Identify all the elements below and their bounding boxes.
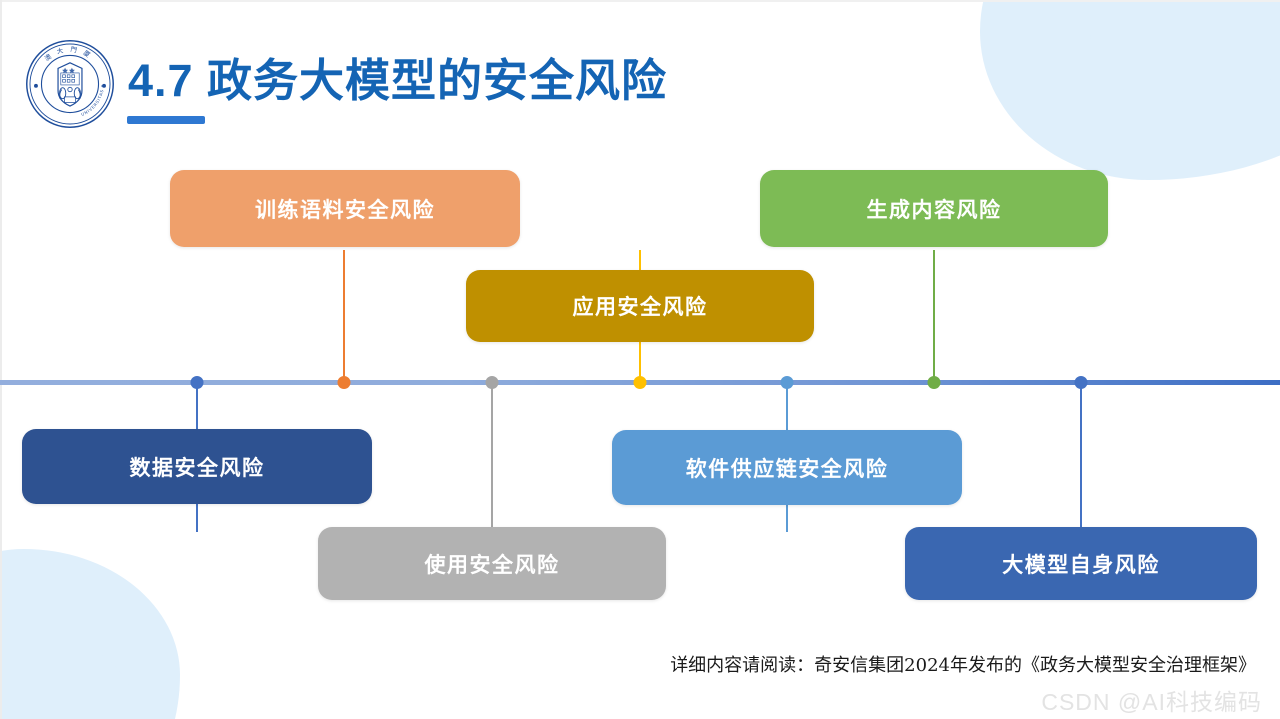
risk-box-software-supply-chain[interactable]: 软件供应链安全风险 bbox=[612, 430, 962, 505]
risk-box-model-itself[interactable]: 大模型自身风险 bbox=[905, 527, 1257, 600]
decorative-blob-bottom-left-small bbox=[0, 639, 140, 719]
timeline-node-2[interactable] bbox=[337, 376, 351, 389]
university-seal-icon: UNIVERSITAS AMOIENSIS 澳大門厦 bbox=[22, 34, 116, 130]
csdn-watermark: CSDN @AI科技编码 bbox=[1041, 689, 1262, 715]
risk-box-application-security[interactable]: 应用安全风险 bbox=[466, 270, 814, 342]
footer-note: 详细内容请阅读：奇安信集团2024年发布的《政务大模型安全治理框架》 bbox=[670, 655, 1256, 676]
timeline-node-6[interactable] bbox=[927, 376, 941, 389]
timeline-connector-stem bbox=[1080, 382, 1082, 532]
timeline-connector-stem bbox=[491, 382, 493, 532]
timeline-node-4[interactable] bbox=[633, 376, 647, 389]
decorative-blob-bottom-left bbox=[0, 549, 180, 719]
risk-box-data-security[interactable]: 数据安全风险 bbox=[22, 429, 372, 504]
risk-box-training-corpus[interactable]: 训练语料安全风险 bbox=[170, 170, 520, 247]
decorative-blob-top-right bbox=[980, 0, 1280, 180]
left-divider bbox=[0, 0, 2, 719]
risk-box-usage-security[interactable]: 使用安全风险 bbox=[318, 527, 666, 600]
timeline-node-7[interactable] bbox=[1074, 376, 1088, 389]
timeline-connector-stem bbox=[933, 250, 935, 380]
timeline-connector-stem bbox=[343, 250, 345, 380]
timeline-node-3[interactable] bbox=[485, 376, 499, 389]
timeline-node-1[interactable] bbox=[190, 376, 204, 389]
svg-text:澳大門厦: 澳大門厦 bbox=[43, 44, 97, 62]
title-underline bbox=[127, 116, 205, 124]
decorative-blob-top-right-small bbox=[1090, 0, 1280, 102]
timeline-node-5[interactable] bbox=[780, 376, 794, 389]
top-divider bbox=[0, 0, 1280, 2]
risk-box-generated-content[interactable]: 生成内容风险 bbox=[760, 170, 1108, 247]
page-title: 4.7 政务大模型的安全风险 bbox=[128, 55, 668, 106]
